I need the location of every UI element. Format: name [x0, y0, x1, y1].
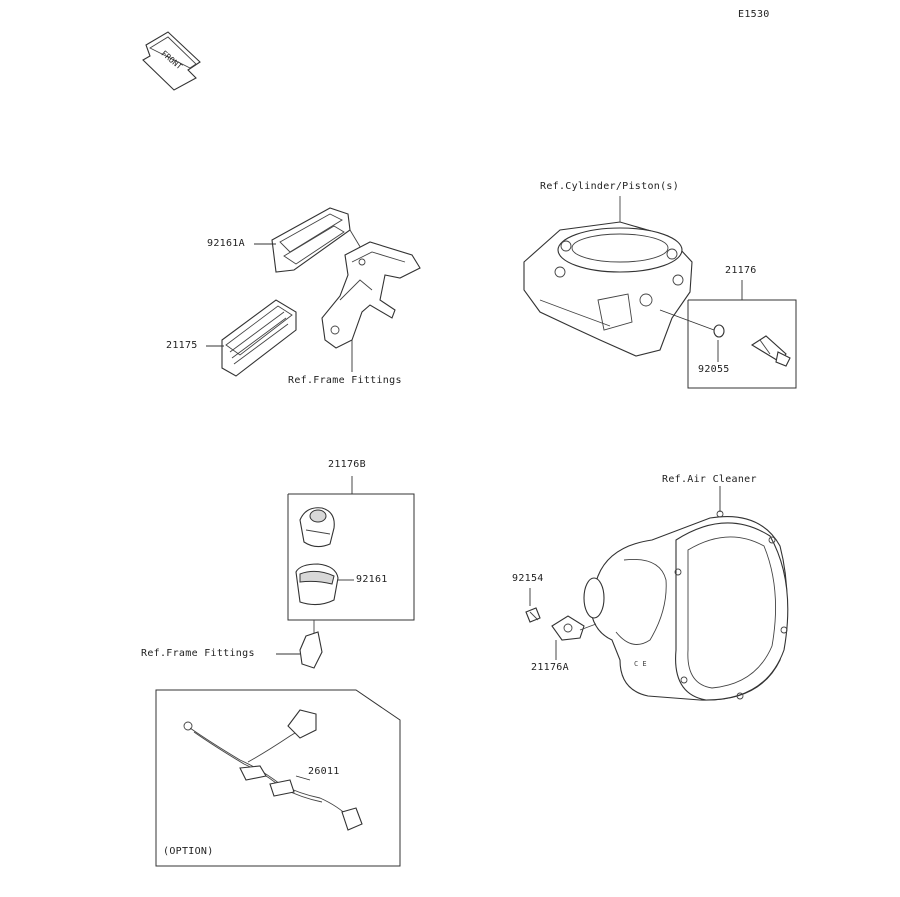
figure-id: E1530 [738, 9, 770, 20]
temperature-sensor[interactable] [750, 335, 791, 367]
front-arrow-icon: FRONT [142, 31, 201, 91]
ecu-bracket[interactable] [271, 207, 363, 273]
bolt-92154[interactable] [525, 607, 541, 623]
frame-fitting-bracket [321, 241, 421, 349]
sensor-21176A[interactable] [551, 615, 597, 641]
callout-92055[interactable]: 92055 [698, 364, 730, 375]
wiring-harness[interactable] [183, 709, 363, 831]
air-cleaner-housing: C E [583, 510, 789, 701]
callout-ref-frame-fittings-2[interactable]: Ref.Frame Fittings [141, 648, 255, 659]
callout-92161A[interactable]: 92161A [207, 238, 245, 249]
option-label: (OPTION) [163, 846, 214, 857]
sensor-21176B[interactable] [299, 507, 335, 548]
svg-text:C E: C E [634, 660, 647, 668]
callout-ref-air-cleaner[interactable]: Ref.Air Cleaner [662, 474, 757, 485]
callout-21176[interactable]: 21176 [725, 265, 757, 276]
callout-ref-cylinder-piston[interactable]: Ref.Cylinder/Piston(s) [540, 181, 680, 192]
callout-ref-frame-fittings-1[interactable]: Ref.Frame Fittings [288, 375, 402, 386]
callout-21176B[interactable]: 21176B [328, 459, 366, 470]
callout-21175[interactable]: 21175 [166, 340, 198, 351]
cylinder-block [523, 196, 693, 357]
sensor-stem [299, 620, 323, 669]
callout-92161[interactable]: 92161 [356, 574, 388, 585]
o-ring[interactable] [713, 324, 725, 338]
callout-26011[interactable]: 26011 [308, 766, 340, 777]
ecu-unit[interactable] [221, 299, 297, 377]
callout-92154[interactable]: 92154 [512, 573, 544, 584]
damper-92161[interactable] [295, 563, 339, 606]
callout-21176A[interactable]: 21176A [531, 662, 569, 673]
